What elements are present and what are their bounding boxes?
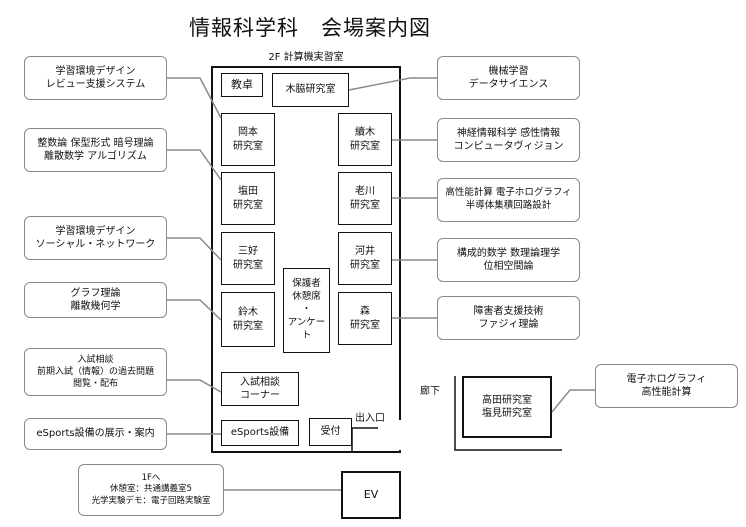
page-title: 情報科学科 会場案内図 (189, 16, 431, 40)
callout-oikawa: 高性能計算 電子ホログラフィ 半導体集積回路設計 (437, 178, 580, 222)
room-miyoshi[interactable]: 三好 研究室 (221, 232, 275, 285)
connector-miyoshi (167, 237, 222, 261)
admission-corner[interactable]: 入試相談 コーナー (221, 372, 299, 406)
connector-ml (348, 77, 437, 91)
callout-admission: 入試相談 前期入試（情報）の過去問題 閲覧・配布 (24, 348, 167, 396)
room-kiwaki[interactable]: 木脇研究室 (272, 73, 349, 107)
callout-kawai: 構成的数学 数理論理学 位相空間論 (437, 238, 580, 282)
room-oikawa[interactable]: 老川 研究室 (338, 172, 392, 225)
corridor-label: 廊下 (420, 386, 440, 397)
room-takada-shiomi[interactable]: 高田研究室 塩見研究室 (462, 376, 552, 438)
room-kawai[interactable]: 河井 研究室 (338, 232, 392, 285)
room-tsuzuki[interactable]: 續木 研究室 (338, 113, 392, 166)
callout-miyoshi: 学習環境デザイン ソーシャル・ネットワーク (24, 216, 167, 260)
callout-suzuki: グラフ理論 離散幾何学 (24, 282, 167, 318)
entrance-door (351, 427, 378, 453)
connector-kiwaki (167, 77, 222, 119)
esports-area[interactable]: eSports設備 (221, 420, 299, 446)
room-mori[interactable]: 森 研究室 (338, 292, 392, 345)
room-suzuki[interactable]: 鈴木 研究室 (221, 292, 275, 347)
podium: 教卓 (221, 73, 263, 97)
callout-takada: 電子ホログラフィ 高性能計算 (595, 364, 738, 408)
guardian-rest-area[interactable]: 保護者 休憩席 ・ アンケート (283, 268, 330, 353)
callout-ml: 機械学習 データサイエンス (437, 56, 580, 100)
connector-admission (167, 379, 222, 393)
room-shioda[interactable]: 塩田 研究室 (221, 172, 275, 225)
room-okamoto[interactable]: 岡本 研究室 (221, 113, 275, 166)
callout-tsuzuki: 神経情報科学 感性情報 コンピュータヴィジョン (437, 118, 580, 162)
connector-suzuki (167, 299, 222, 321)
callout-esports: eSports設備の展示・案内 (24, 418, 167, 450)
entrance-label: 出入口 (355, 413, 385, 424)
connector-takada (551, 389, 595, 413)
callout-mori: 障害者支援技術 ファジィ理論 (437, 296, 580, 340)
connector-okamoto (167, 149, 222, 181)
entrance-gap (399, 420, 405, 450)
elevator[interactable]: EV (341, 471, 401, 519)
reception[interactable]: 受付 (309, 418, 352, 446)
callout-okamoto: 整数論 保型形式 暗号理論 離散数学 アルゴリズム (24, 128, 167, 172)
callout-first-floor: 1Fへ 休憩室：共通講義室5 光学実験デモ：電子回路実験室 (78, 464, 224, 516)
floor-label: 2F 計算機実習室 (268, 52, 344, 63)
corridor-wall (454, 376, 562, 451)
callout-kiwaki: 学習環境デザイン レビュー支援システム (24, 56, 167, 100)
